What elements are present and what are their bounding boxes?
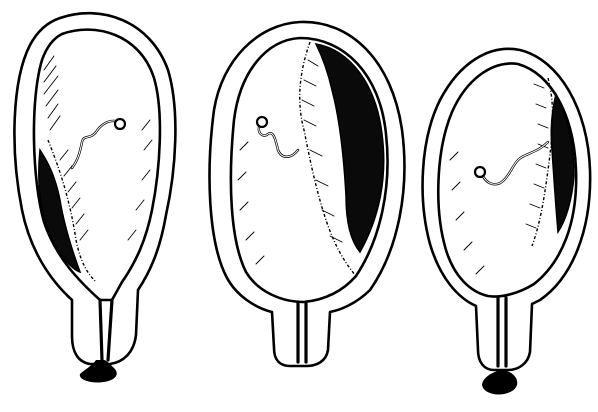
panel-left-uterus bbox=[14, 13, 175, 382]
left-cord-end bbox=[115, 119, 125, 129]
panel-middle-uterus bbox=[210, 22, 405, 366]
panel-right-uterus bbox=[423, 49, 591, 395]
middle-cord-end bbox=[257, 117, 267, 127]
right-cord-end bbox=[475, 167, 485, 177]
right-external-bleeding bbox=[482, 370, 517, 395]
